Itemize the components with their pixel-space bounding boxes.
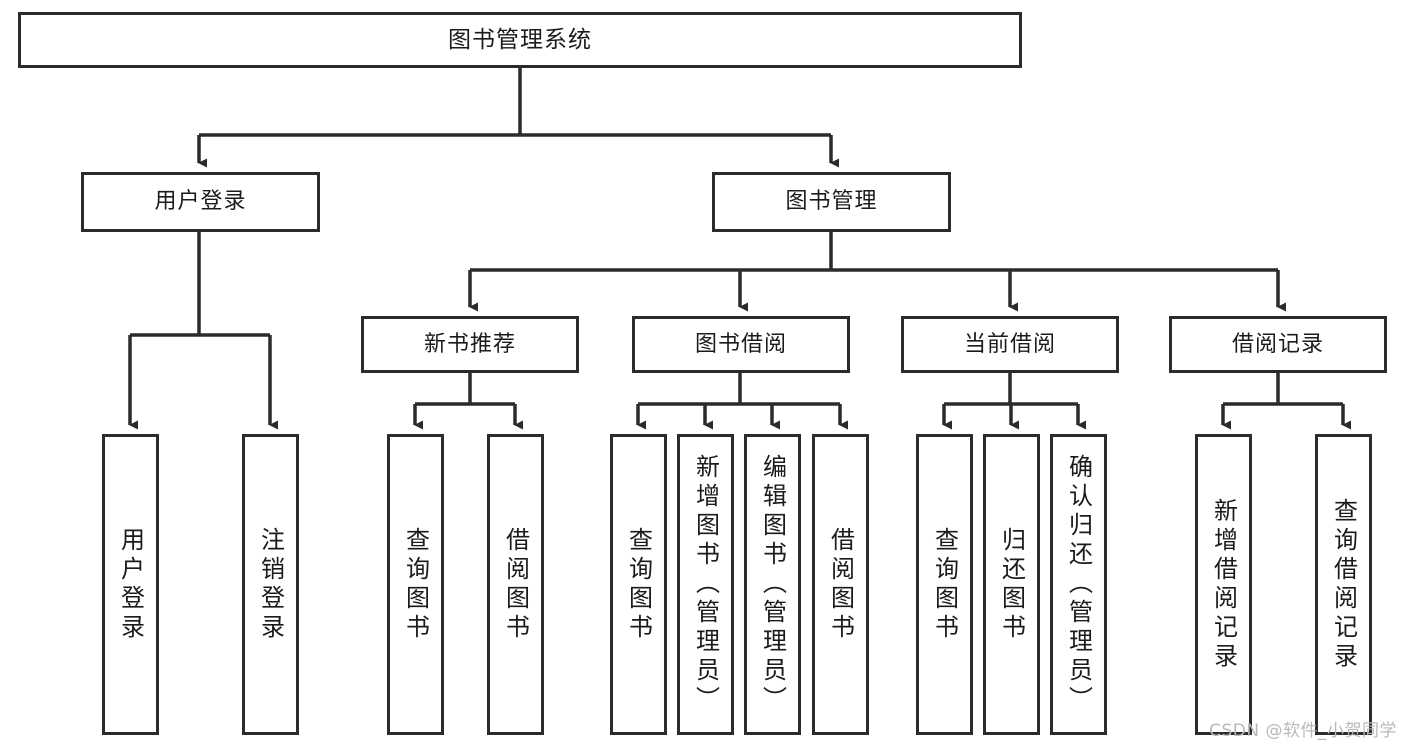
node-borrowing-record[interactable]: 借阅记录 bbox=[1169, 316, 1387, 373]
leaf-node-borrow-edit-book-admin[interactable]: 编辑图书（管理员） bbox=[744, 434, 801, 735]
node-book-management[interactable]: 图书管理 bbox=[712, 172, 951, 232]
node-label: 新书推荐 bbox=[423, 331, 516, 357]
leaf-node-record-query-record[interactable]: 查询借阅记录 bbox=[1315, 434, 1372, 735]
node-label: 新增图书（管理员） bbox=[691, 454, 720, 715]
node-label: 借阅图书 bbox=[826, 526, 855, 643]
node-label: 注销登录 bbox=[256, 526, 285, 643]
leaf-node-new-book-query[interactable]: 查询图书 bbox=[387, 434, 444, 735]
leaf-node-borrow-borrow-book[interactable]: 借阅图书 bbox=[812, 434, 869, 735]
leaf-node-user-login-signin[interactable]: 用户登录 bbox=[102, 434, 159, 735]
node-label: 用户登录 bbox=[116, 526, 145, 643]
leaf-node-borrow-query-book[interactable]: 查询图书 bbox=[610, 434, 667, 735]
node-current-borrowing[interactable]: 当前借阅 bbox=[901, 316, 1119, 373]
node-label: 编辑图书（管理员） bbox=[758, 454, 787, 715]
node-label: 用户登录 bbox=[154, 189, 247, 215]
node-label: 查询图书 bbox=[401, 526, 430, 643]
leaf-node-current-query-book[interactable]: 查询图书 bbox=[916, 434, 973, 735]
leaf-node-current-return-book[interactable]: 归还图书 bbox=[983, 434, 1040, 735]
node-label: 查询图书 bbox=[930, 526, 959, 643]
node-root-book-management-system[interactable]: 图书管理系统 bbox=[18, 12, 1022, 68]
node-label: 归还图书 bbox=[997, 526, 1026, 643]
node-book-borrowing[interactable]: 图书借阅 bbox=[632, 316, 850, 373]
leaf-node-borrow-add-book-admin[interactable]: 新增图书（管理员） bbox=[677, 434, 734, 735]
leaf-node-new-book-borrow[interactable]: 借阅图书 bbox=[487, 434, 544, 735]
node-label: 新增借阅记录 bbox=[1209, 497, 1238, 672]
node-label: 图书管理系统 bbox=[448, 26, 592, 53]
leaf-node-user-login-signout[interactable]: 注销登录 bbox=[242, 434, 299, 735]
node-label: 当前借阅 bbox=[963, 331, 1056, 357]
node-label: 图书管理 bbox=[785, 189, 878, 215]
node-label: 查询图书 bbox=[624, 526, 653, 643]
node-label: 借阅记录 bbox=[1231, 331, 1324, 357]
node-label: 确认归还（管理员） bbox=[1064, 454, 1093, 715]
node-new-book-recommendation[interactable]: 新书推荐 bbox=[361, 316, 579, 373]
leaf-node-record-add-record[interactable]: 新增借阅记录 bbox=[1195, 434, 1252, 735]
leaf-node-current-confirm-return-admin[interactable]: 确认归还（管理员） bbox=[1050, 434, 1107, 735]
node-label: 查询借阅记录 bbox=[1329, 497, 1358, 672]
node-label: 图书借阅 bbox=[694, 331, 787, 357]
node-label: 借阅图书 bbox=[501, 526, 530, 643]
node-user-login[interactable]: 用户登录 bbox=[81, 172, 320, 232]
